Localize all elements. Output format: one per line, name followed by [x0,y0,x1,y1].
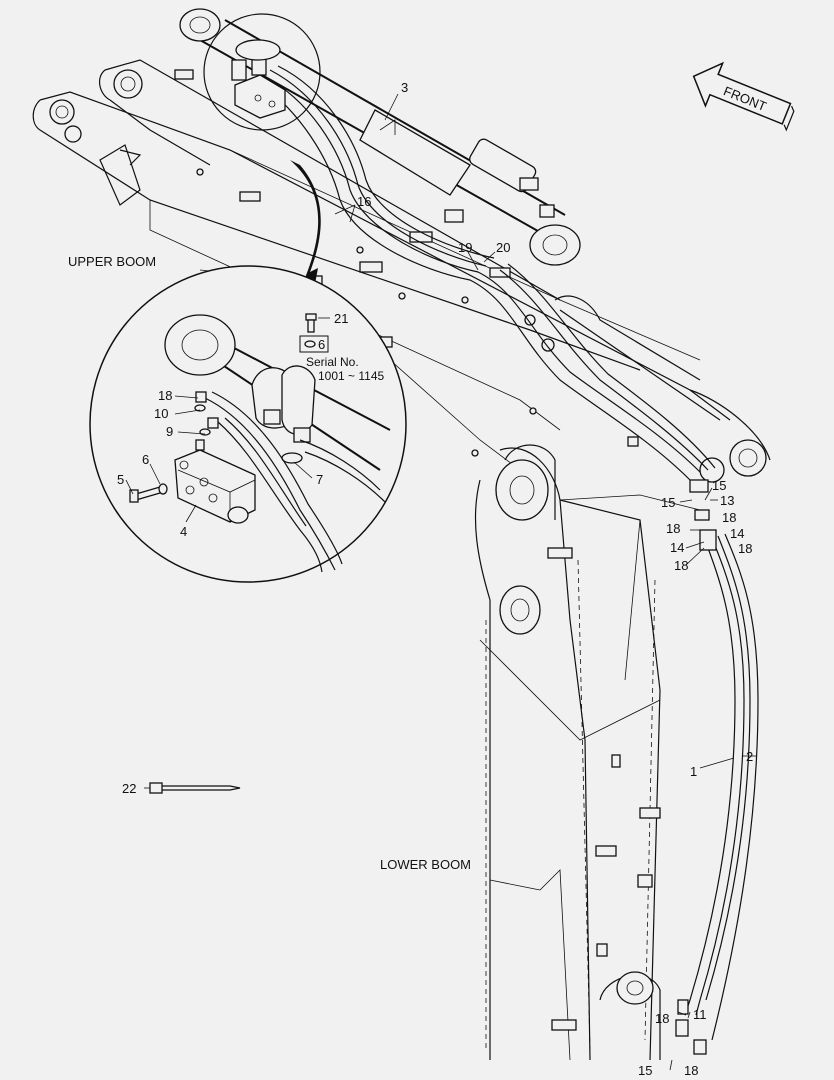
callout-9: 9 [166,424,173,439]
serial-range: 1001 ~ 1145 [318,369,385,383]
callout-6-serial: 6 [318,337,325,352]
callout-10: 10 [154,406,168,421]
callout-22: 22 [122,781,136,796]
callout-18-detail: 18 [158,388,172,403]
callout-11: 11 [693,1007,707,1022]
callout-7: 7 [316,472,323,487]
callout-18-c: 18 [738,541,752,556]
callout-18-e: 18 [655,1011,669,1026]
callout-21: 21 [334,311,348,326]
callout-19: 19 [458,240,472,255]
callout-13: 13 [720,493,734,508]
boom-foot-pin [495,459,549,521]
lower-hose-run [675,479,759,1055]
leader-lines [125,93,756,1071]
cylinder-rod-eye [529,224,581,266]
upper-hose-run [254,65,716,481]
lower-boom-label: LOWER BOOM [380,857,471,872]
callout-2: 2 [746,749,753,764]
callout-14-right: 14 [730,526,744,541]
callout-16: 16 [357,194,371,209]
detail-zoom-circle [203,13,321,131]
front-direction-arrow: FRONT [692,61,795,132]
callout-15-right: 15 [712,478,726,493]
upper-boom-label: UPPER BOOM [68,254,156,269]
lower-boom-structure [474,444,701,1061]
valve-block-top [231,39,286,119]
callout-18-b: 18 [722,510,736,525]
callout-15-left: 15 [661,495,675,510]
callout-3: 3 [401,80,408,95]
callout-1: 1 [690,764,697,779]
serial-label: Serial No. [306,355,359,369]
callout-6-detail: 6 [142,452,149,467]
callout-15-base: 15 [638,1063,652,1078]
callout-5: 5 [117,472,124,487]
boom-cylinder [179,8,581,266]
callout-18-d: 18 [674,558,688,573]
boom-cylinder-pin [499,585,541,635]
boom-pin-hole [113,69,143,99]
callout-14-left: 14 [670,540,684,555]
boom-end-pin [729,439,767,477]
callout-18-a: 18 [666,521,680,536]
cable-tie-part [149,782,241,794]
callout-18-f: 18 [684,1063,698,1078]
labels: UPPER BOOM LOWER BOOM Serial No. 1001 ~ … [68,80,753,1078]
detail-cylinder-eye [164,314,236,376]
detail-view [89,265,407,583]
callout-20: 20 [496,240,510,255]
detail-view-circle [89,265,407,583]
callout-4: 4 [180,524,187,539]
